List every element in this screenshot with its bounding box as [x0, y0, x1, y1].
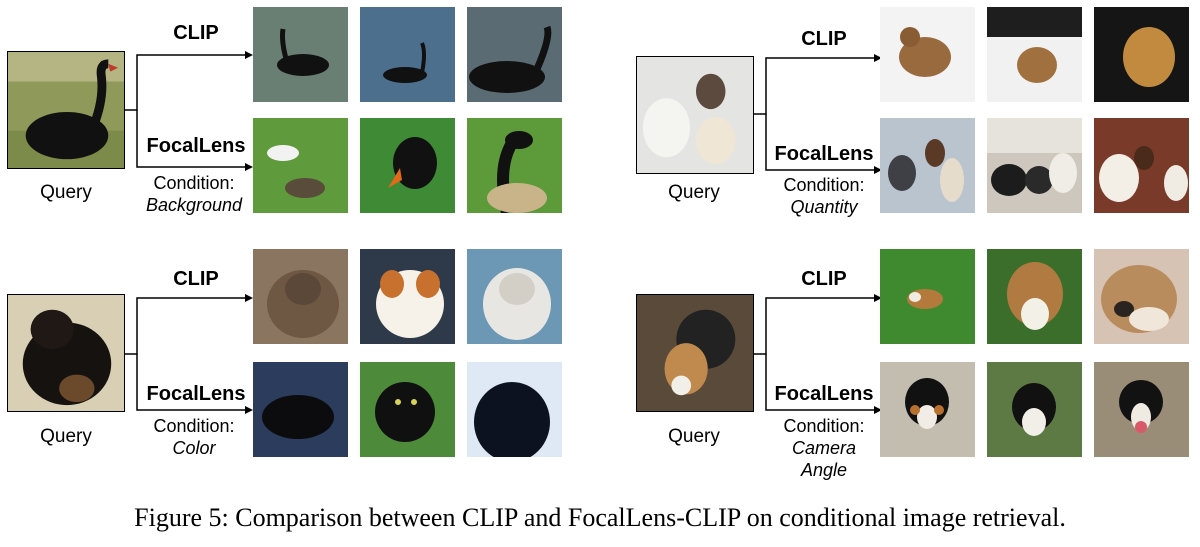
- focallens-result-3: [467, 362, 562, 457]
- focallens-result-1: [880, 118, 975, 213]
- clip-result-1: [880, 7, 975, 102]
- focallens-result-3: [1094, 118, 1189, 213]
- query-image-swan: [7, 51, 125, 169]
- branch-arrows: [125, 294, 253, 414]
- condition-value: Background: [145, 195, 243, 215]
- condition-label: Condition:: [153, 173, 235, 193]
- condition-text: Condition: Camera Angle: [759, 415, 889, 481]
- focallens-result-1: [880, 362, 975, 457]
- query-image-dogs: [636, 56, 754, 174]
- clip-label: CLIP: [173, 22, 219, 44]
- query-label: Query: [40, 182, 92, 203]
- focallens-result-3: [1094, 362, 1189, 457]
- query-image-beagle: [636, 294, 754, 412]
- focallens-result-2: [987, 118, 1082, 213]
- query-label: Query: [668, 182, 720, 203]
- clip-label: CLIP: [801, 268, 847, 290]
- condition-text: Condition: Background: [129, 172, 259, 216]
- clip-result-2: [987, 249, 1082, 344]
- focallens-label: FocalLens: [146, 135, 246, 157]
- branch-arrows: [754, 294, 882, 414]
- clip-result-2: [360, 7, 455, 102]
- clip-result-3: [467, 7, 562, 102]
- clip-result-1: [253, 249, 348, 344]
- branch-arrows: [754, 54, 882, 174]
- focallens-label: FocalLens: [774, 143, 874, 165]
- focallens-result-2: [987, 362, 1082, 457]
- condition-text: Condition: Color: [129, 415, 259, 459]
- focallens-result-1: [253, 362, 348, 457]
- figure-caption: Figure 5: Comparison between CLIP and Fo…: [134, 503, 1066, 532]
- branch-arrows: [125, 51, 253, 171]
- focallens-label: FocalLens: [146, 383, 246, 405]
- condition-value: Color: [172, 438, 216, 458]
- condition-text: Condition: Quantity: [759, 174, 889, 218]
- condition-label: Condition:: [153, 416, 235, 436]
- focallens-result-1: [253, 118, 348, 213]
- clip-result-1: [253, 7, 348, 102]
- focallens-label: FocalLens: [774, 383, 874, 405]
- query-label: Query: [40, 426, 92, 447]
- focallens-result-3: [467, 118, 562, 213]
- clip-result-3: [1094, 249, 1189, 344]
- condition-label: Condition:: [783, 416, 865, 436]
- clip-result-2: [360, 249, 455, 344]
- clip-result-1: [880, 249, 975, 344]
- clip-result-2: [987, 7, 1082, 102]
- clip-label: CLIP: [801, 28, 847, 50]
- focallens-result-2: [360, 362, 455, 457]
- condition-value: Quantity: [790, 197, 858, 217]
- condition-value-line-2: Angle: [800, 460, 848, 480]
- clip-result-3: [467, 249, 562, 344]
- clip-result-3: [1094, 7, 1189, 102]
- query-label: Query: [668, 426, 720, 447]
- clip-label: CLIP: [173, 268, 219, 290]
- condition-label: Condition:: [783, 175, 865, 195]
- focallens-result-2: [360, 118, 455, 213]
- query-image-cat: [7, 294, 125, 412]
- condition-value-line-1: Camera: [791, 438, 857, 458]
